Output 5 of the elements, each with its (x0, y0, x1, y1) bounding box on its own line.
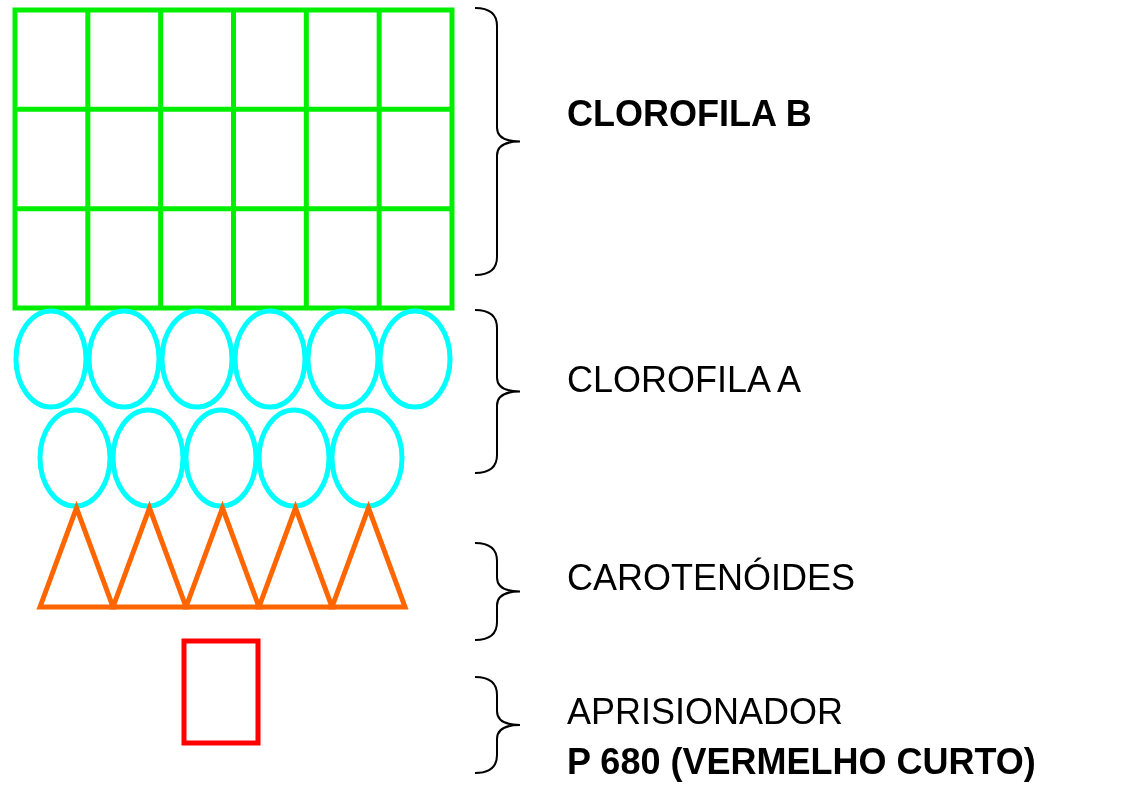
pigment-label: CLOROFILA A (567, 359, 802, 401)
pigment-label: CAROTENÓIDES (567, 557, 856, 599)
pigment-label: APRISIONADOR (567, 691, 844, 733)
pigment-label: P 680 (VERMELHO CURTO) (567, 741, 1036, 783)
pigment-label: CLOROFILA B (567, 93, 812, 135)
